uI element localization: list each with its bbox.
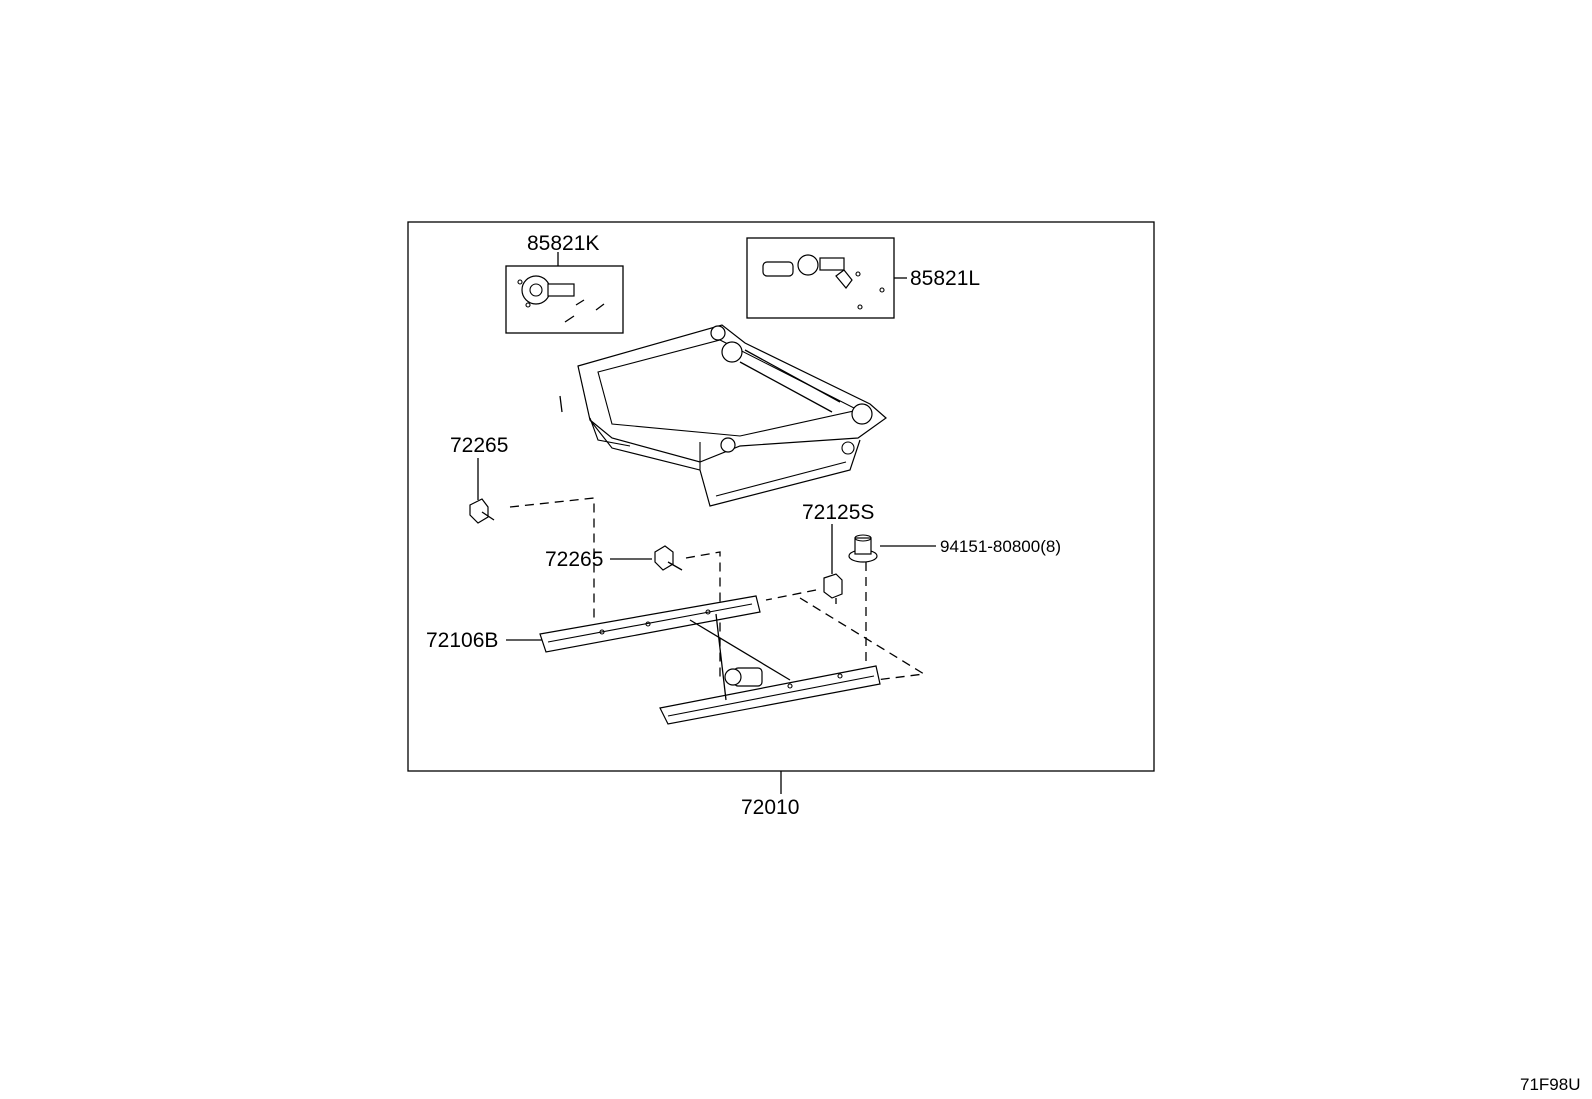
cushion-frame-illustration [559, 324, 887, 507]
cover-lower-illustration [654, 545, 683, 571]
motor-k-inset [505, 265, 624, 334]
callout-cover-upper[interactable]: 72265 [450, 434, 508, 457]
callout-adjuster-sub[interactable]: 72125S [802, 501, 874, 524]
motor-l-inset [746, 237, 895, 319]
callout-cover-lower[interactable]: 72265 [545, 548, 603, 571]
callout-motor-l[interactable]: 85821L [910, 267, 980, 290]
nut-illustration [848, 534, 878, 563]
cover-lower-dash [685, 551, 721, 680]
callout-nut[interactable]: 94151-80800(8) [940, 537, 1061, 556]
adjuster-sub-dash [765, 589, 926, 681]
figure-code: 71F98U [1520, 1075, 1580, 1094]
callout-track[interactable]: 72106B [426, 629, 498, 652]
callout-motor-k[interactable]: 85821K [527, 232, 599, 255]
cover-upper-illustration [469, 498, 495, 524]
callout-assembly[interactable]: 72010 [741, 796, 799, 819]
adjuster-sub-illustration [823, 573, 843, 604]
seat-track-illustration [539, 595, 881, 725]
cover-upper-dash [509, 497, 595, 623]
